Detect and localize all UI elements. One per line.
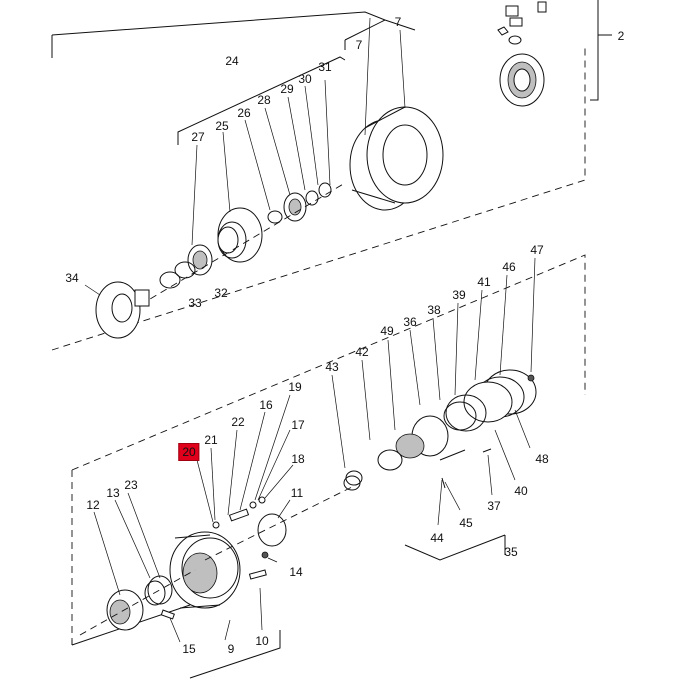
callout-30[interactable]: 30: [298, 72, 312, 86]
callout-48[interactable]: 48: [535, 452, 549, 466]
callout-38[interactable]: 38: [427, 303, 441, 317]
callout-11[interactable]: 11: [290, 486, 304, 500]
wheel-hub-7: [349, 106, 444, 211]
callout-19[interactable]: 19: [288, 380, 302, 394]
callout-7[interactable]: 7: [355, 38, 363, 52]
callout-29[interactable]: 29: [280, 82, 294, 96]
callout-21[interactable]: 21: [204, 433, 218, 447]
carrier-assembly-35: [343, 369, 537, 491]
callout-24[interactable]: 24: [225, 54, 239, 68]
callout-43[interactable]: 43: [325, 360, 339, 374]
callout-26[interactable]: 26: [237, 106, 251, 120]
callout-35[interactable]: 35: [504, 545, 518, 559]
callout-25[interactable]: 25: [215, 119, 229, 133]
callout-14[interactable]: 14: [289, 565, 303, 579]
leader-lines: [84, 17, 536, 643]
group-frame-bottom: [71, 254, 586, 679]
callout-42[interactable]: 42: [355, 345, 369, 359]
callout-2[interactable]: 2: [617, 29, 625, 43]
callout-18[interactable]: 18: [291, 452, 305, 466]
callout-39[interactable]: 39: [452, 288, 466, 302]
group-frame-24: [177, 56, 346, 145]
callout-23[interactable]: 23: [124, 478, 138, 492]
callout-45[interactable]: 45: [459, 516, 473, 530]
callout-44[interactable]: 44: [430, 531, 444, 545]
callout-36[interactable]: 36: [403, 315, 417, 329]
callout-40[interactable]: 40: [514, 484, 528, 498]
callout-31[interactable]: 31: [318, 60, 332, 74]
callout-20-highlighted[interactable]: 20: [178, 443, 200, 461]
group-frame-7: [344, 19, 416, 50]
callout-32[interactable]: 32: [214, 286, 228, 300]
callout-49[interactable]: 49: [380, 324, 394, 338]
housing-9: [169, 531, 241, 609]
callout-41[interactable]: 41: [477, 275, 491, 289]
callout-22[interactable]: 22: [231, 415, 245, 429]
callout-9[interactable]: 9: [227, 642, 235, 656]
pin-parts: [212, 496, 287, 580]
callout-13[interactable]: 13: [106, 486, 120, 500]
callout-7[interactable]: 7: [394, 15, 402, 29]
callout-17[interactable]: 17: [291, 418, 305, 432]
callout-37[interactable]: 37: [487, 499, 501, 513]
callout-10[interactable]: 10: [255, 634, 269, 648]
flange-34: [95, 281, 150, 339]
callout-34[interactable]: 34: [65, 271, 79, 285]
bearing-assembly-24: [139, 182, 346, 306]
callout-46[interactable]: 46: [502, 260, 516, 274]
seal-parts-12-13: [79, 482, 361, 636]
callout-27[interactable]: 27: [191, 130, 205, 144]
callout-33[interactable]: 33: [188, 296, 202, 310]
callout-16[interactable]: 16: [259, 398, 273, 412]
group-frame-top: [51, 0, 612, 351]
callout-15[interactable]: 15: [182, 642, 196, 656]
callout-47[interactable]: 47: [530, 243, 544, 257]
top-right-parts: [497, 1, 547, 107]
callout-28[interactable]: 28: [257, 93, 271, 107]
callout-12[interactable]: 12: [86, 498, 100, 512]
